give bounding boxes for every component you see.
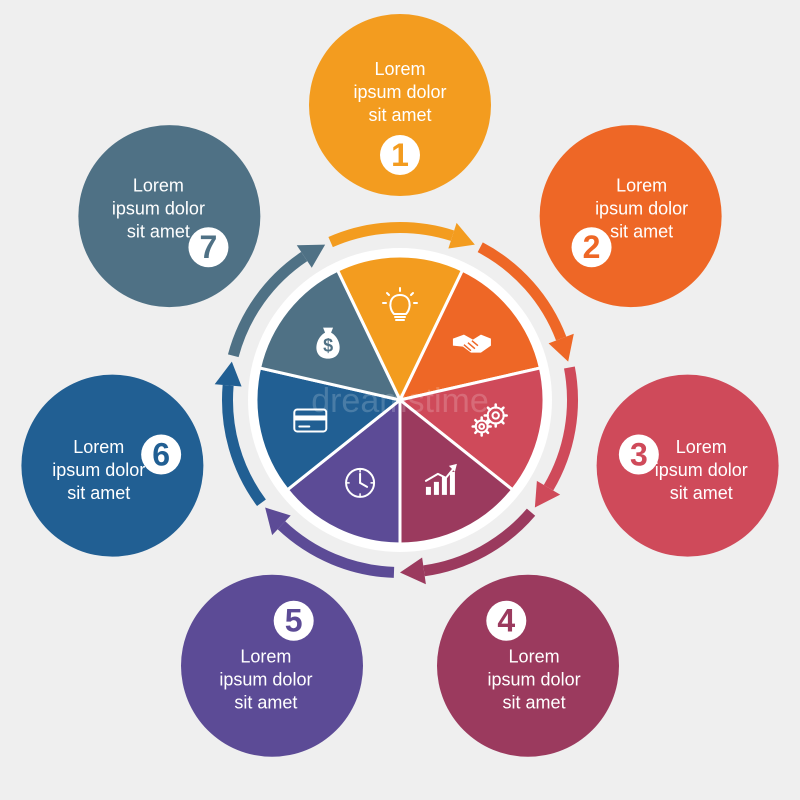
step-text-line: ipsum dolor (488, 669, 581, 689)
step-text-line: sit amet (67, 483, 130, 503)
growth-chart-icon (424, 463, 457, 495)
ring-arc-2 (477, 242, 567, 341)
ring-arrowhead-1 (448, 222, 475, 249)
step-bubble-6: 6 Lorem ipsum dolor sit amet (21, 374, 204, 557)
step-text-line: Lorem (374, 59, 425, 79)
step-text-line: Lorem (133, 175, 184, 195)
bubble-circle (181, 574, 364, 757)
step-number: 2 (583, 229, 601, 265)
step-text-line: ipsum dolor (112, 198, 205, 218)
step-number: 1 (391, 137, 409, 173)
arrow-ring (214, 221, 578, 585)
lightbulb-icon (382, 287, 418, 321)
watermark: dreamstime (311, 382, 489, 420)
step-text-line: Lorem (676, 437, 727, 457)
step-text-line: sit amet (503, 692, 566, 712)
step-number: 7 (200, 229, 218, 265)
pie-slice-2 (398, 268, 542, 402)
step-text-line: ipsum dolor (595, 198, 688, 218)
ring-arc-4 (423, 508, 536, 577)
step-text-line: sit amet (368, 105, 431, 125)
step-number: 6 (152, 437, 170, 473)
credit-card-icon (293, 408, 328, 433)
step-number-badge (273, 600, 314, 641)
step-text-line: ipsum dolor (353, 82, 446, 102)
ring-arrowhead-5 (265, 507, 291, 536)
ring-arc-7 (227, 251, 308, 358)
step-number: 4 (497, 603, 515, 639)
pie-slice-5 (285, 398, 402, 546)
step-number: 3 (630, 437, 648, 473)
step-text-line: ipsum dolor (655, 460, 748, 480)
pie-slice-6 (254, 366, 402, 492)
step-bubble-1: 1 Lorem ipsum dolor sit amet (309, 14, 491, 196)
step-bubble-7: 7 Lorem ipsum dolor sit amet (78, 125, 261, 308)
ring-arc-3 (543, 366, 578, 491)
step-text-line: Lorem (73, 437, 124, 457)
step-text-line: sit amet (610, 221, 673, 241)
step-number-badge (188, 227, 229, 268)
ring-arc-1 (328, 221, 455, 248)
step-number-badge (486, 600, 527, 641)
step-text-line: Lorem (616, 175, 667, 195)
step-number: 5 (285, 603, 303, 639)
ring-arrowhead-2 (548, 333, 574, 362)
handshake-icon (452, 334, 491, 353)
ring-arrowhead-4 (400, 557, 426, 585)
step-bubble-2: 2 Lorem ipsum dolor sit amet (539, 125, 722, 308)
step-text-line: ipsum dolor (219, 669, 312, 689)
step-number-badge (618, 434, 659, 475)
segment-icons: $ (293, 287, 508, 498)
step-bubble-3: 3 Lorem ipsum dolor sit amet (596, 374, 779, 557)
ring-arc-6 (222, 384, 266, 507)
bubble-circle (309, 14, 491, 196)
step-text-line: sit amet (127, 221, 190, 241)
clock-icon (345, 467, 376, 498)
step-number-badge (380, 135, 420, 175)
money-bag-icon: $ (316, 327, 340, 359)
step-text-line: Lorem (240, 646, 291, 666)
step-text-line: Lorem (509, 646, 560, 666)
step-number-badge (571, 227, 612, 268)
step-text-line: sit amet (234, 692, 297, 712)
gears-icon (471, 403, 508, 437)
step-number-badge (141, 434, 182, 475)
bubble-circle (596, 374, 779, 557)
pie-slice-1 (336, 254, 464, 402)
svg-text:$: $ (323, 336, 333, 356)
bubble-circle (436, 574, 619, 757)
pie-slice-3 (398, 366, 546, 492)
step-text-line: ipsum dolor (52, 460, 145, 480)
ring-arrowhead-6 (214, 361, 242, 387)
ring-arc-5 (277, 521, 395, 578)
step-text-line: sit amet (670, 483, 733, 503)
bubble-circle (21, 374, 204, 557)
pie-slice-4 (398, 398, 515, 546)
ring-arrowhead-3 (534, 480, 561, 508)
ring-arrowhead-7 (296, 244, 326, 268)
